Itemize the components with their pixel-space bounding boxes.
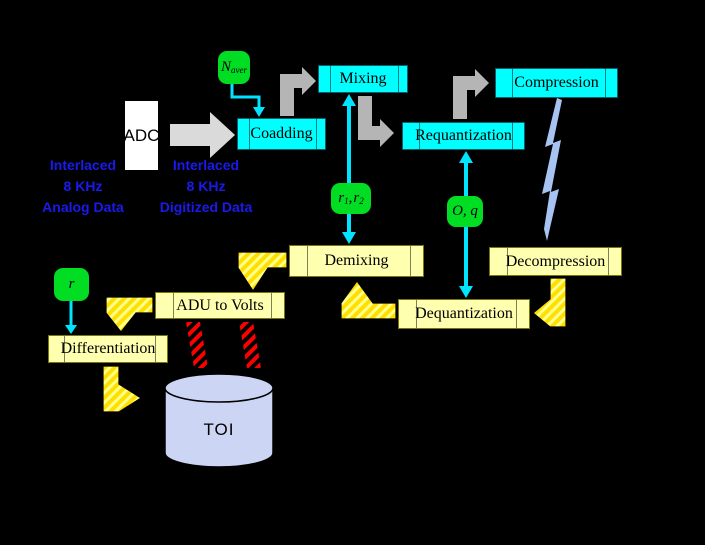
node-dequantization: Dequantization [398,299,530,329]
arrowhead-requantization [459,151,473,163]
adu-to-volts-label: ADU to Volts [176,296,264,314]
analog-line-1: Interlaced [49,157,117,173]
toi-label: TOI [203,420,235,439]
storage-cylinder [164,373,274,468]
naver-sub: aver [231,65,247,75]
arrow-differentiation-to-toi [102,365,143,413]
analog-line-2: 8 KHz [63,178,103,194]
digitized-line-2: 8 KHz [186,178,226,194]
arrow-naver-to-coadding [230,84,261,108]
arrow-adu-to-differentiation [105,296,154,333]
compression-label: Compression [514,74,599,91]
decompression-label: Decompression [505,252,606,270]
node-adc: ADC [124,100,159,171]
node-decompression: Decompression [489,247,622,276]
r-label: r [68,276,75,292]
arrow-decompression-to-dequantization [532,277,567,328]
arrow-demixing-to-adu [237,251,288,293]
node-coadding: Coadding [237,118,326,150]
digitized-line-3: Digitized Data [159,199,253,215]
r2-base: r [353,190,360,206]
param-r: r [54,268,89,301]
r2-sub: 2 [359,196,364,206]
analog-line-3: Analog Data [42,199,124,215]
adc-label: ADC [123,125,160,145]
node-mixing: Mixing [318,65,408,93]
arrowhead-dequantization [459,286,473,298]
param-oq: O, q [447,196,483,227]
arrow-requantization-to-compression [453,69,489,119]
node-demixing: Demixing [289,245,424,277]
arrow-coadding-to-mixing [280,67,316,116]
node-requantization: Requantization [402,122,525,150]
arrowhead-naver [253,107,265,117]
demixing-label: Demixing [324,252,389,269]
node-compression: Compression [495,68,618,98]
naver-base: N [220,59,231,75]
label-digitized-data: Interlaced 8 KHz Digitized Data [146,155,266,218]
requantization-label: Requantization [415,127,512,144]
arrowhead-demixing [342,232,356,244]
r1r2-sep: , [348,190,353,206]
node-differentiation: Differentiation [48,335,168,363]
digitized-line-1: Interlaced [172,157,240,173]
oq-label: O, q [452,203,478,219]
label-analog-data: Interlaced 8 KHz Analog Data [26,155,140,218]
optional-path-left [186,322,208,368]
arrowhead-mixing [342,94,356,106]
mixing-label: Mixing [339,70,387,87]
arrow-dequantization-to-demixing [340,279,397,320]
coadding-label: Coadding [250,125,313,142]
optional-path-right [239,322,261,368]
arrow-mixing-to-requantization [358,96,394,147]
dequantization-label: Dequantization [415,305,513,322]
node-adu-to-volts: ADU to Volts [155,292,285,319]
r1-base: r [338,190,345,206]
differentiation-label: Differentiation [60,340,156,357]
r1-sub: 1 [344,196,349,206]
telemetry-bolt-icon [542,98,562,241]
arrowhead-differentiation [65,325,77,334]
arrow-adc-to-coadding [170,112,235,158]
